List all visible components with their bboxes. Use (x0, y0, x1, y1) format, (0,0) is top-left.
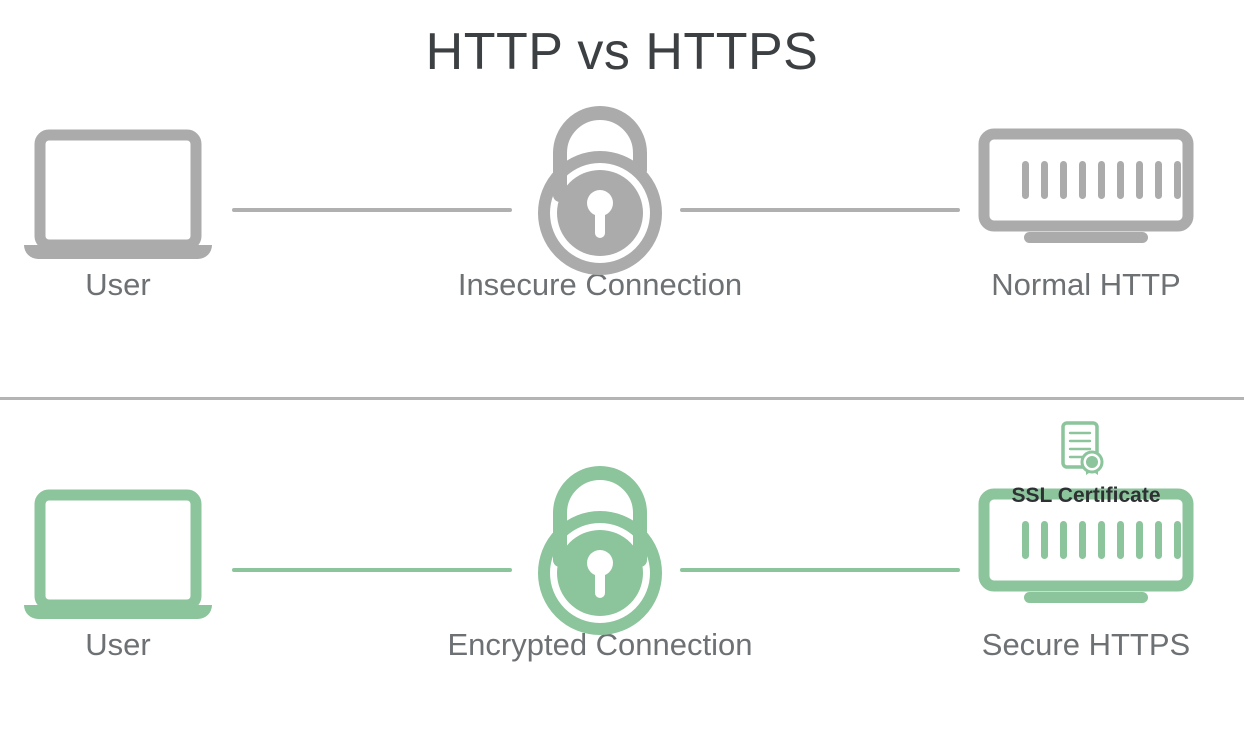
server-icon (978, 488, 1194, 608)
server-icon-slot (952, 110, 1220, 265)
http-user-node: User (0, 110, 236, 305)
http-row: User In (0, 106, 1244, 390)
https-server-node: Secure HTTPS (952, 470, 1220, 665)
ssl-certificate-icon-slot (952, 418, 1220, 478)
laptop-icon (18, 473, 218, 623)
https-row: User Encrypted Connection (0, 466, 1244, 750)
http-connector-lock-to-server (680, 208, 960, 212)
laptop-icon (18, 113, 218, 263)
https-user-label: User (85, 627, 151, 662)
padlock-open-icon (515, 100, 685, 275)
padlock-open-icon-slot (404, 106, 796, 275)
http-connection-node: Insecure Connection (404, 106, 796, 305)
https-server-label: Secure HTTPS (981, 627, 1191, 662)
page-title: HTTP vs HTTPS (425, 23, 819, 81)
http-connector-user-to-lock (232, 208, 512, 212)
laptop-icon-slot (0, 470, 236, 625)
row-divider (0, 397, 1244, 400)
ssl-certificate-label: SSL Certificate (1011, 484, 1161, 507)
ssl-certificate-icon (1059, 420, 1113, 478)
http-server-label: Normal HTTP (991, 267, 1181, 302)
padlock-closed-icon (515, 460, 685, 635)
https-user-node: User (0, 470, 236, 665)
ssl-certificate-badge: SSL Certificate (952, 418, 1220, 510)
server-icon-slot (952, 470, 1220, 625)
https-connector-user-to-lock (232, 568, 512, 572)
laptop-icon-slot (0, 110, 236, 265)
server-icon (978, 128, 1194, 248)
padlock-closed-icon-slot (404, 466, 796, 635)
https-connector-lock-to-server (680, 568, 960, 572)
http-server-node: Normal HTTP (952, 110, 1220, 305)
https-connection-node: Encrypted Connection (404, 466, 796, 665)
http-user-label: User (85, 267, 151, 302)
